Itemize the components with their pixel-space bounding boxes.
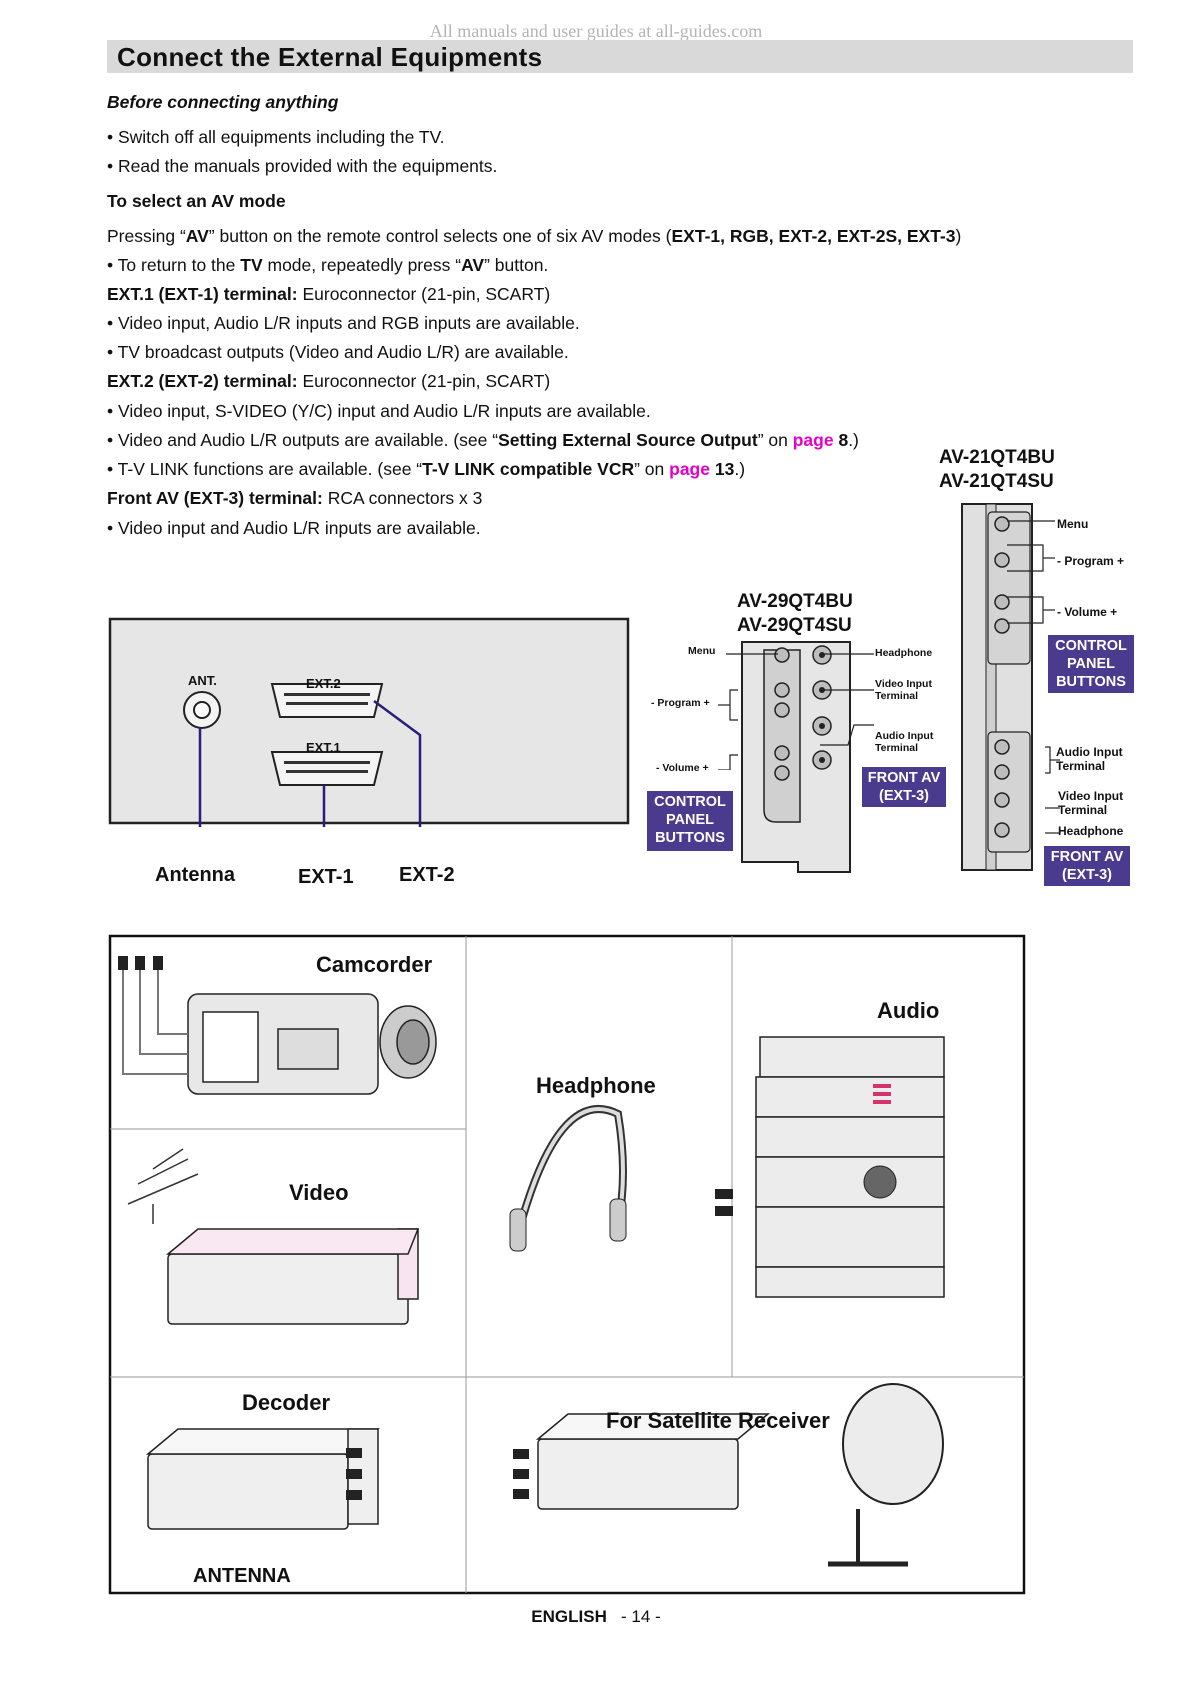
model-29-panel <box>741 641 851 873</box>
m21-leader-lines <box>1007 520 1060 834</box>
decoder-label: Decoder <box>242 1390 331 1415</box>
title-bar <box>107 40 1133 73</box>
ext2-item-2: • Video and Audio L/R outputs are availa… <box>107 430 859 450</box>
model-21-panel <box>961 503 1033 871</box>
return-line: • To return to the TV mode, repeatedly p… <box>107 255 549 275</box>
av-heading: To select an AV mode <box>107 191 286 211</box>
page-link-13[interactable]: page <box>669 459 710 479</box>
ext2-heading: EXT.2 (EXT-2) terminal: Euroconnector (2… <box>107 371 551 391</box>
ext2-item-1: • Video input, S-VIDEO (Y/C) input and A… <box>107 401 651 421</box>
m29-headphone-label: Headphone <box>875 647 933 659</box>
watermark: All manuals and user guides at all-guide… <box>429 21 763 41</box>
before-heading: Before connecting anything <box>107 92 339 112</box>
ext2-item-3: • T-V LINK functions are available. (see… <box>107 459 746 479</box>
page-title: Connect the External Equipments <box>117 42 543 72</box>
ext2-callout: EXT-2 <box>399 864 455 886</box>
m29-front-av-box: FRONT AV(EXT-3) <box>862 767 946 807</box>
m29-program-label: - Program + <box>651 697 710 709</box>
m21-program-label: - Program + <box>1057 554 1125 568</box>
front-heading: Front AV (EXT-3) terminal: RCA connector… <box>107 488 483 508</box>
ext1-callout: EXT-1 <box>298 866 354 888</box>
m29-leader-lines <box>718 653 874 770</box>
before-item-2: • Read the manuals provided with the equ… <box>107 156 498 176</box>
equipment-grid <box>108 934 1026 1595</box>
av-mode-line: Pressing “AV” button on the remote contr… <box>107 226 962 246</box>
before-item-1: • Switch off all equipments including th… <box>107 127 445 147</box>
ext1-item-1: • Video input, Audio L/R inputs and RGB … <box>107 313 580 333</box>
page-link-8[interactable]: page <box>792 430 834 450</box>
video-label: Video <box>289 1180 349 1205</box>
ext1-panel-label: EXT.1 <box>306 740 341 755</box>
ext1-heading: EXT.1 (EXT-1) terminal: Euroconnector (2… <box>107 284 551 304</box>
ant-label: ANT. <box>188 673 217 688</box>
m21-volume-label: - Volume + <box>1057 605 1118 619</box>
audio-label: Audio <box>877 998 940 1023</box>
m21-front-av-box: FRONT AV(EXT-3) <box>1044 846 1130 886</box>
rear-panel-diagram <box>108 617 630 827</box>
headphone-label: Headphone <box>536 1073 656 1098</box>
satellite-label: For Satellite Receiver <box>606 1408 830 1433</box>
m29-menu-label: Menu <box>688 645 716 657</box>
ext2-panel-label: EXT.2 <box>306 676 341 691</box>
decoder-antenna-label: ANTENNA <box>193 1565 291 1587</box>
front-item: • Video input and Audio L/R inputs are a… <box>107 518 481 538</box>
footer: ENGLISH - 14 - <box>531 1607 661 1626</box>
m21-menu-label: Menu <box>1057 517 1089 531</box>
camcorder-label: Camcorder <box>316 952 433 977</box>
m29-volume-label: - Volume + <box>656 762 709 774</box>
m21-headphone-label: Headphone <box>1058 824 1124 838</box>
antenna-label: Antenna <box>155 864 235 886</box>
ext1-item-2: • TV broadcast outputs (Video and Audio … <box>107 342 569 362</box>
